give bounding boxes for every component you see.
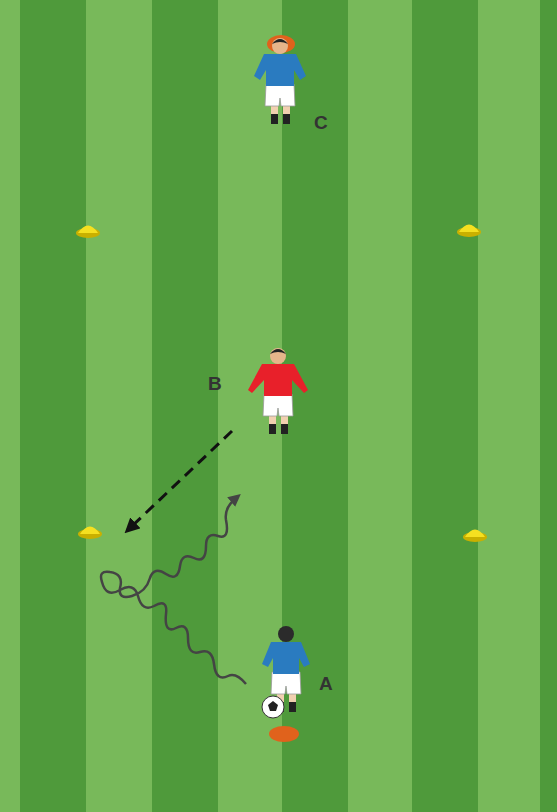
player-letter: B: [208, 374, 222, 393]
player-b: [248, 348, 308, 434]
pass-arrow: [130, 431, 232, 528]
player-letter: A: [319, 674, 333, 693]
cones: [76, 225, 487, 543]
ball: [262, 696, 284, 718]
player-letter: C: [314, 113, 328, 132]
dribble-path: [101, 498, 246, 684]
player-c: [254, 38, 306, 124]
